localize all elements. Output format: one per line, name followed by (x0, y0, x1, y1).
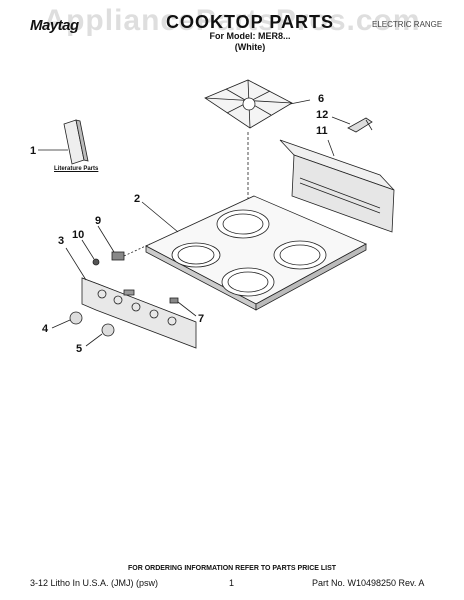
footer-page-number: 1 (229, 578, 235, 588)
callout-1: 1 (30, 145, 36, 157)
footer-part-number: Part No. W10498250 Rev. A (312, 578, 425, 588)
callout-7: 7 (198, 313, 204, 325)
literature-parts (38, 119, 89, 165)
model-subtitle: For Model: MER8... (209, 31, 291, 41)
clip (169, 297, 197, 317)
watermark: AppliancePartsPros.com (43, 4, 421, 37)
footer-litho: 3-12 Litho In U.S.A. (JMJ) (psw) (30, 578, 159, 588)
switch (97, 225, 151, 261)
range-type: ELECTRIC RANGE (372, 20, 443, 29)
knob-upper (51, 311, 83, 329)
page-title: COOKTOP PARTS (165, 12, 335, 32)
backguard (279, 139, 395, 233)
cooktop (141, 195, 367, 311)
knob-lower (85, 323, 115, 347)
footer-note: FOR ORDERING INFORMATION REFER TO PARTS … (127, 565, 337, 572)
literature-label: Literature Parts (54, 166, 99, 172)
grate (204, 79, 311, 200)
callout-10: 10 (72, 229, 84, 241)
brand-logo: Maytag (30, 17, 79, 34)
callout-5: 5 (76, 343, 82, 355)
screw (81, 239, 100, 266)
callout-12: 12 (316, 109, 328, 121)
callout-6: 6 (318, 93, 324, 105)
callout-3: 3 (58, 235, 64, 247)
callout-9: 9 (95, 215, 101, 227)
callout-2: 2 (134, 193, 140, 205)
control-panel (65, 247, 197, 349)
callout-4: 4 (42, 323, 49, 335)
bracket (331, 116, 373, 133)
callout-11: 11 (316, 125, 328, 137)
color-subtitle: (White) (234, 42, 266, 52)
